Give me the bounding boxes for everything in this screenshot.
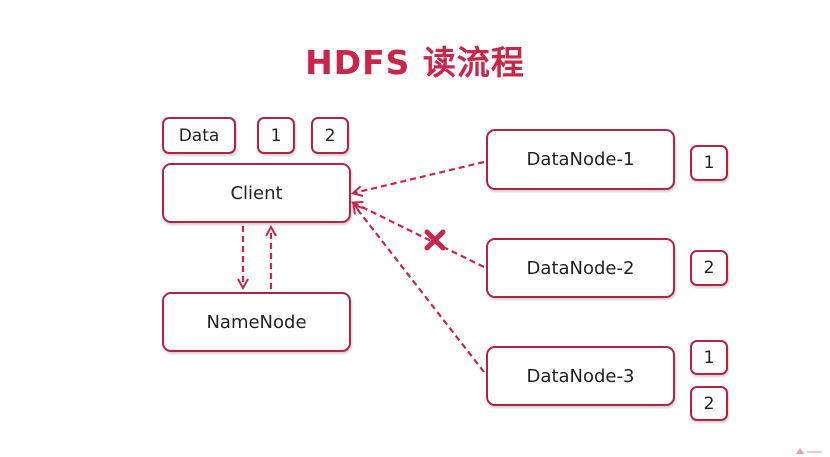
- datanode-3-block-2-box: 2: [690, 386, 728, 421]
- client-block-2-box: 2: [311, 117, 349, 154]
- datanode-1-block-1-box: 1: [690, 145, 728, 181]
- datanode-2-block-2-box: 2: [690, 250, 728, 286]
- datanode-2-to-client-arrow: [354, 203, 485, 268]
- client-node: Client: [162, 163, 351, 223]
- datanode-3-block-1-box: 1: [690, 340, 728, 375]
- datanode-2-node: DataNode-2: [486, 238, 675, 298]
- datanode-1-to-client-arrow: [354, 160, 485, 193]
- datanode-3-to-client-arrow: [354, 205, 485, 373]
- watermark-logo-icon: [796, 448, 822, 454]
- diagram-title: HDFS 读流程: [305, 43, 525, 82]
- datanode-3-node: DataNode-3: [486, 346, 675, 406]
- namenode-node: NameNode: [162, 292, 351, 352]
- failure-cross-icon: [424, 229, 446, 251]
- client-data-label-box: Data: [162, 117, 236, 154]
- client-block-1-box: 1: [257, 117, 295, 154]
- datanode-1-node: DataNode-1: [486, 129, 675, 190]
